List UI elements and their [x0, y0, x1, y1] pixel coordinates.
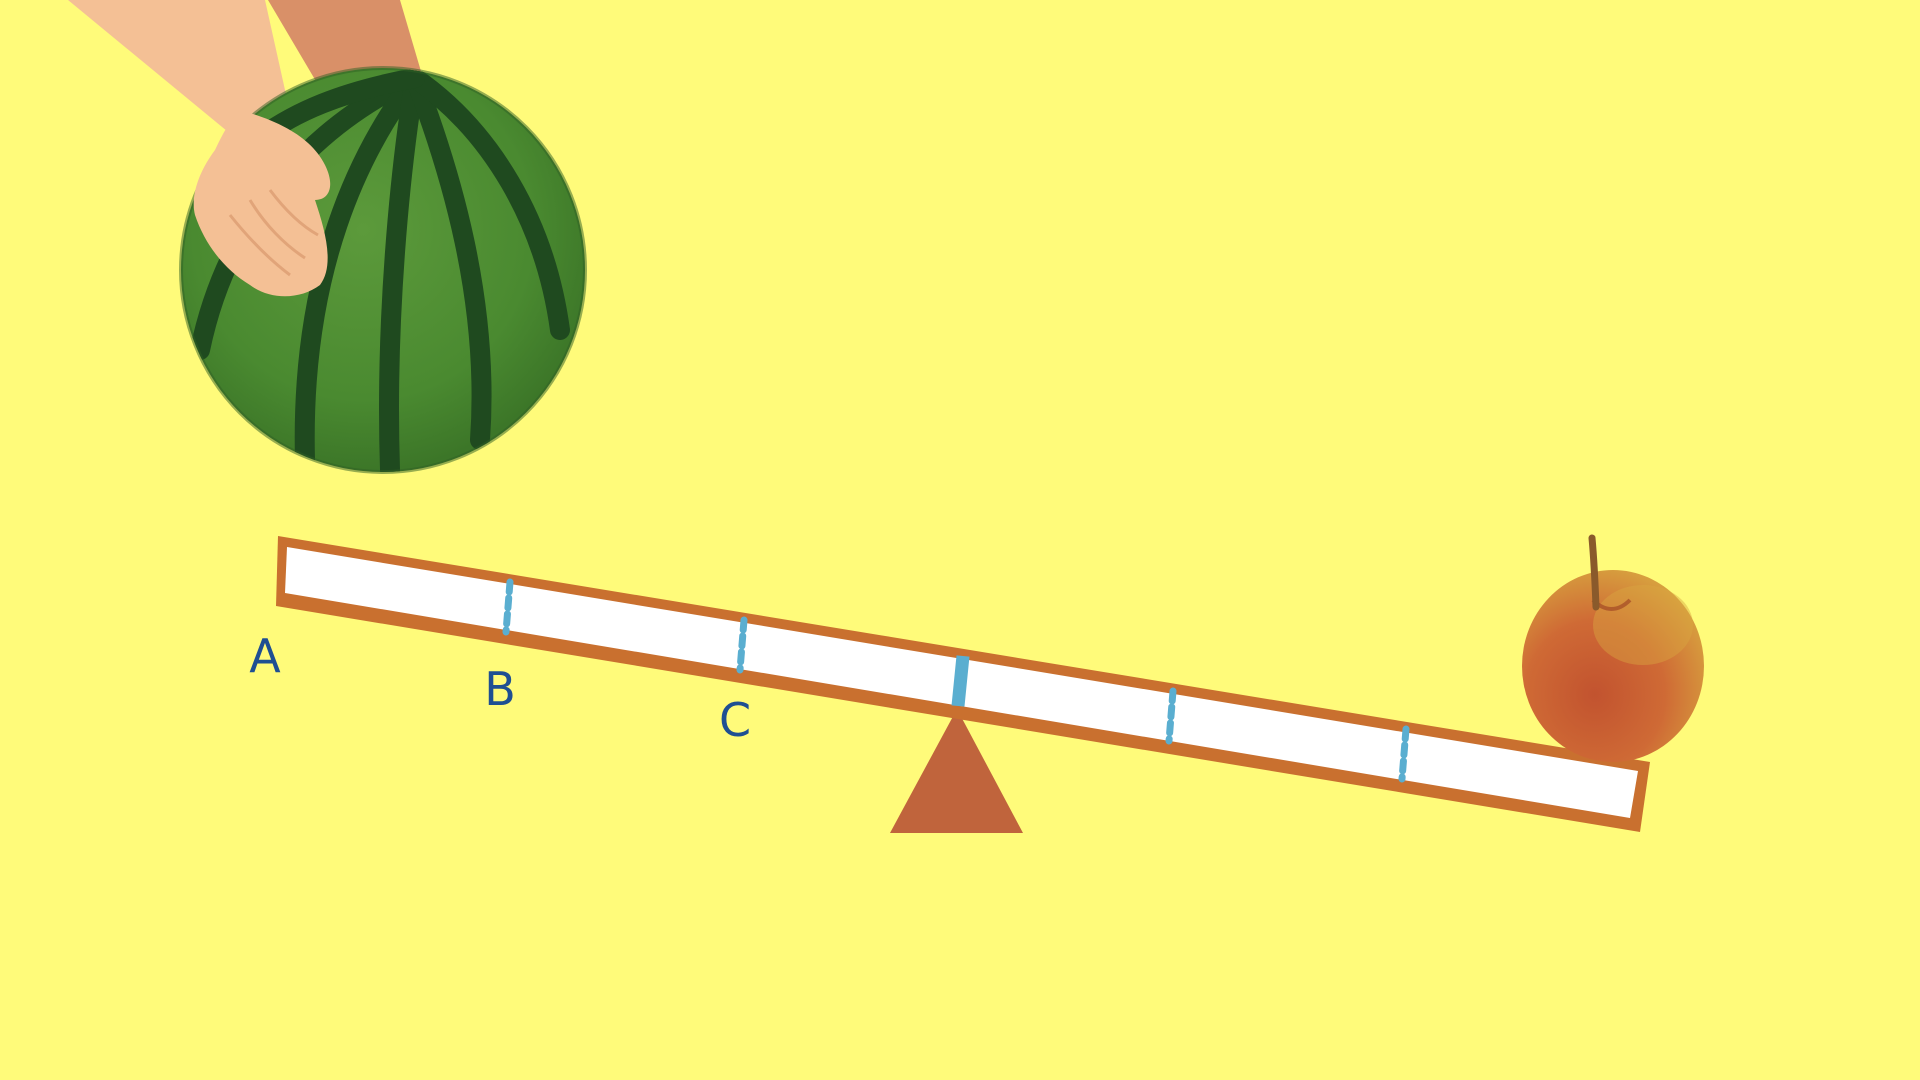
fulcrum-icon: [890, 709, 1023, 833]
label-a: A: [249, 629, 281, 683]
hand-fingers: [193, 110, 331, 297]
apple-icon: [1522, 534, 1704, 762]
label-b: B: [484, 662, 516, 716]
lever-plank: [276, 536, 1650, 832]
tick-b: [502, 578, 514, 636]
label-c: C: [719, 693, 751, 747]
tick-5: [1398, 725, 1410, 783]
tick-marks: [502, 578, 1410, 783]
tick-4: [1165, 687, 1177, 745]
tick-center: [951, 655, 970, 707]
tick-c: [736, 616, 748, 674]
